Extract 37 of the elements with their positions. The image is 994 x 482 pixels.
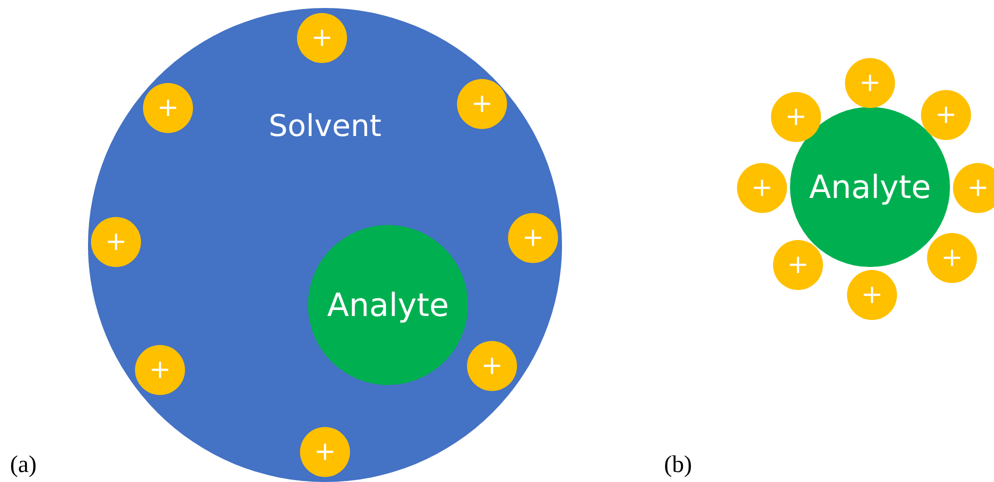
charge-sign: + — [941, 245, 963, 271]
charge-circle — [91, 217, 141, 267]
charge-sign: + — [149, 357, 171, 383]
charge-sign: + — [935, 102, 957, 128]
panel-label: (a) — [10, 452, 37, 479]
charge-circle — [457, 79, 507, 129]
charge-sign: + — [471, 91, 493, 117]
charge-circle — [737, 163, 787, 213]
charge-sign: + — [859, 70, 881, 96]
charge-sign: + — [861, 282, 883, 308]
charge-circle — [467, 341, 517, 391]
charge-sign: + — [157, 95, 179, 121]
charge-circle — [921, 90, 971, 140]
charge-sign: + — [311, 25, 333, 51]
charge-sign: + — [967, 175, 989, 201]
circle-label: Analyte — [809, 171, 931, 203]
charge-sign: + — [522, 225, 544, 251]
charge-circle — [143, 83, 193, 133]
charge-circle — [927, 233, 977, 283]
charge-sign: + — [751, 175, 773, 201]
charge-circle — [953, 163, 994, 213]
charge-circle — [300, 427, 350, 477]
charge-circle — [508, 213, 558, 263]
circle-label: Analyte — [327, 289, 449, 321]
charge-sign: + — [787, 252, 809, 278]
circle-label: Solvent — [268, 112, 382, 142]
charge-circle — [771, 92, 821, 142]
charge-sign: + — [105, 229, 127, 255]
charge-circle — [847, 270, 897, 320]
charge-circle — [297, 13, 347, 63]
charge-circle — [135, 345, 185, 395]
charge-circle — [773, 240, 823, 290]
charge-sign: + — [314, 439, 336, 465]
charge-sign: + — [481, 353, 503, 379]
charge-circle — [845, 58, 895, 108]
charge-sign: + — [785, 104, 807, 130]
panel-label: (b) — [664, 452, 692, 479]
